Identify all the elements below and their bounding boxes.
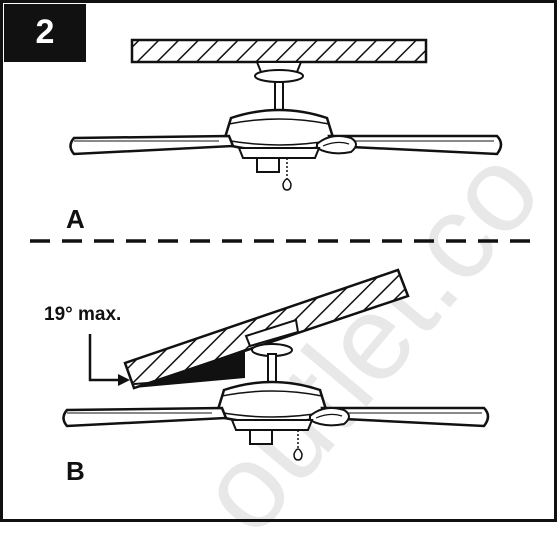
- diagram-svg: [0, 0, 557, 522]
- panel-a-label: A: [66, 204, 85, 234]
- flat-ceiling: [130, 38, 428, 64]
- step-number-box: [4, 4, 86, 62]
- angle-limit-label: 19° max.: [44, 304, 122, 325]
- panel-b-label: B: [66, 456, 85, 486]
- fan-b-illustration: [62, 318, 490, 461]
- step-number: 2: [35, 13, 55, 51]
- figure-border: [0, 0, 557, 522]
- fan-a-illustration: [69, 60, 503, 192]
- angle-pointer: [88, 334, 118, 382]
